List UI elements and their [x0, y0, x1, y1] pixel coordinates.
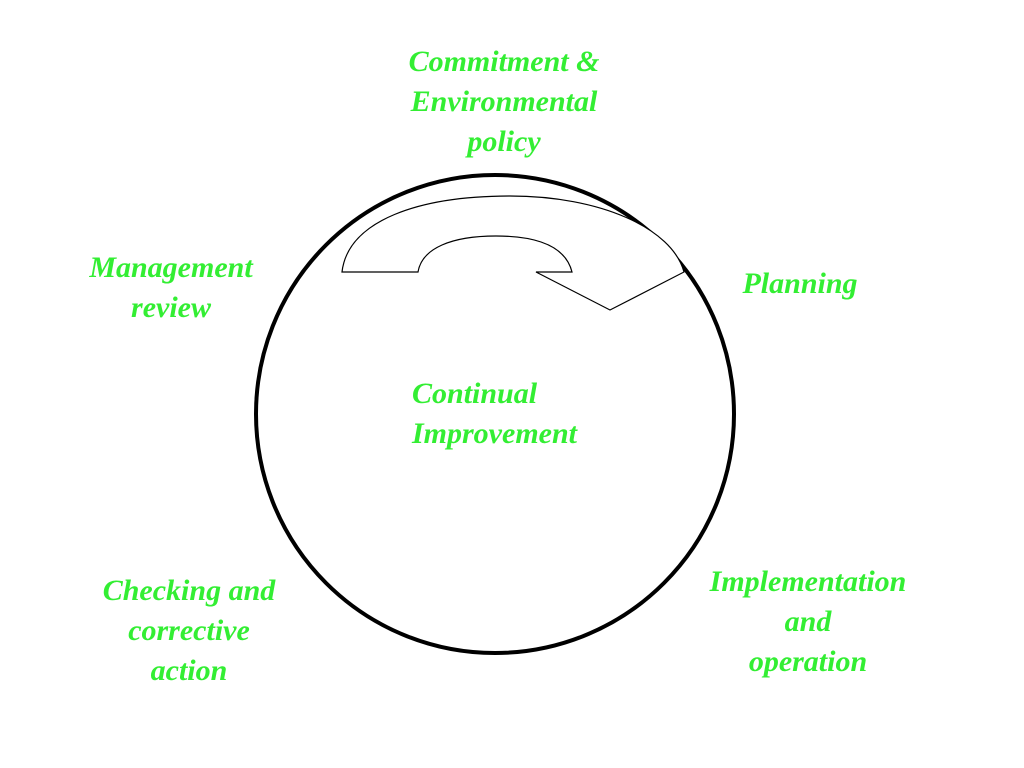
stage-label-review: Management review: [56, 248, 286, 328]
cycle-arrow-icon: [341, 195, 685, 311]
stage-line: review: [131, 291, 211, 324]
cycle-circle: [254, 173, 736, 655]
stage-line: Planning: [742, 267, 858, 300]
stage-line: Commitment &: [408, 45, 600, 78]
stage-line: operation: [748, 645, 868, 678]
stage-line: Management: [89, 251, 253, 284]
stage-label-implementation: Implementation and operation: [670, 562, 946, 682]
stage-line: and: [784, 605, 832, 638]
stage-line: policy: [467, 125, 541, 158]
center-line: Improvement: [412, 417, 577, 450]
stage-line: Environmental: [410, 85, 598, 118]
stage-label-checking: Checking and corrective action: [56, 571, 322, 691]
stage-line: Implementation: [709, 565, 907, 598]
stage-line: corrective: [128, 614, 250, 647]
center-line: Continual: [412, 377, 538, 410]
stage-line: action: [150, 654, 228, 687]
stage-label-planning: Planning: [700, 264, 900, 304]
stage-line: Checking and: [102, 574, 276, 607]
stage-label-commitment: Commitment & Environmental policy: [352, 42, 656, 162]
center-label: Continual Improvement: [412, 374, 652, 454]
